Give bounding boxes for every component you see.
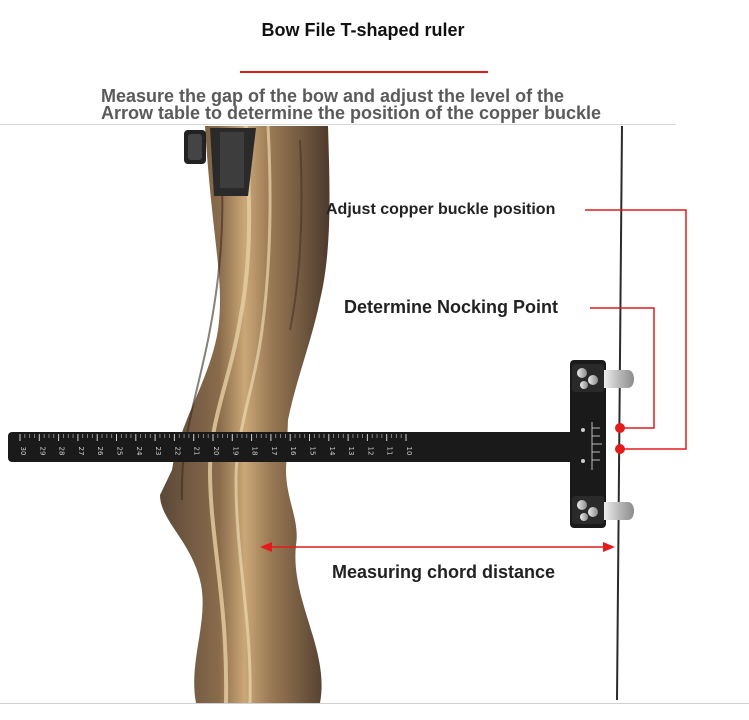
ruler-tick-label: 25 xyxy=(116,447,124,456)
nocking-point-callout-line xyxy=(590,307,655,433)
ruler-tick-label: 11 xyxy=(386,447,394,456)
bow-string xyxy=(616,125,623,701)
ruler-tick-label: 21 xyxy=(193,447,201,456)
bow-riser xyxy=(160,125,330,704)
copper-buckle-callout-line xyxy=(585,209,687,454)
ruler-scale: 30 29 28 27 26 25 24 23 22 21 20 19 18 17 16 15 14 13 12 11… xyxy=(19,434,413,456)
lower-clip xyxy=(572,496,634,524)
ruler-tick-label: 20 xyxy=(212,447,220,456)
ruler-tick-label: 27 xyxy=(77,447,85,456)
subtitle-line-2: Arrow table to determine the position of… xyxy=(101,103,602,123)
ruler-tick-label: 16 xyxy=(289,447,297,456)
page-title: Bow File T-shaped ruler xyxy=(261,20,465,40)
nocking-point-label: Determine Nocking Point xyxy=(344,297,559,317)
title-underline xyxy=(240,71,488,73)
ruler-tick-label: 22 xyxy=(173,447,181,456)
chord-distance-arrow xyxy=(260,542,615,552)
t-ruler xyxy=(8,360,606,528)
ruler-tick-label: 10 xyxy=(405,447,413,456)
ruler-tick-label: 13 xyxy=(347,447,355,456)
ruler-tick-label: 18 xyxy=(251,447,259,456)
ruler-tick-label: 23 xyxy=(154,447,162,456)
ruler-tick-label: 28 xyxy=(58,447,66,456)
chord-distance-label: Measuring chord distance xyxy=(332,562,556,582)
ruler-tick-label: 12 xyxy=(366,447,374,456)
ruler-tick-label: 30 xyxy=(19,447,27,456)
ruler-tick-label: 17 xyxy=(270,447,278,456)
ruler-tick-label: 14 xyxy=(328,447,336,456)
ruler-tick-label: 24 xyxy=(135,447,143,456)
bottom-divider xyxy=(0,703,749,704)
subtitle-line-1: Measure the gap of the bow and adjust th… xyxy=(101,86,565,106)
ruler-tick-label: 19 xyxy=(231,447,239,456)
ruler-tick-label: 26 xyxy=(96,447,104,456)
ruler-tick-label: 29 xyxy=(38,447,46,456)
ruler-tick-label: 15 xyxy=(309,447,317,456)
photo-frame xyxy=(0,124,676,706)
upper-clip xyxy=(572,364,634,392)
arrow-rest-block xyxy=(184,128,256,196)
copper-buckle-label: Adjust copper buckle position xyxy=(326,201,556,218)
